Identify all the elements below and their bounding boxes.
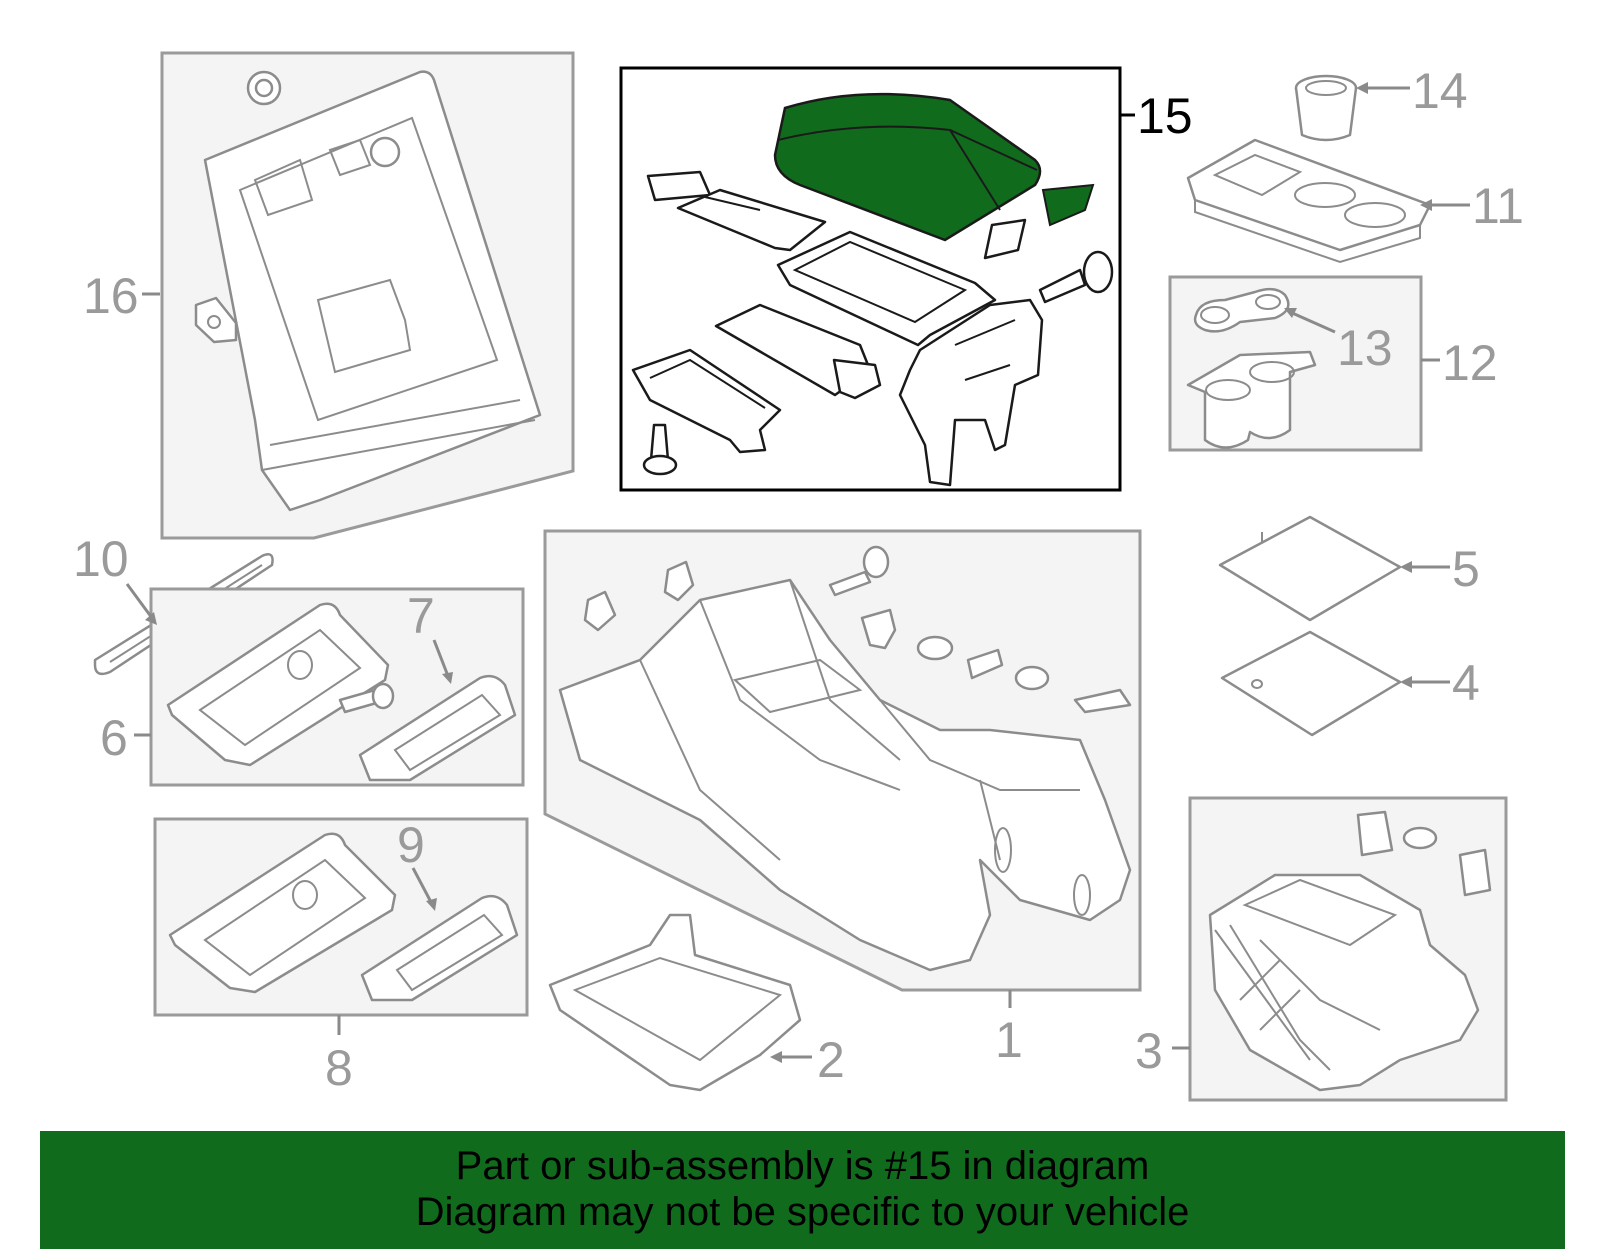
callout-labels: 16 15 14 11 13 12 5 4 10 7 6 9 8 1 2 3	[73, 63, 1524, 1096]
part-14-cup-insert[interactable]	[1294, 74, 1358, 142]
part-15-armrest-group[interactable]	[619, 66, 1122, 492]
part-8-tray-group[interactable]	[153, 817, 529, 1017]
part-16-rear-panel[interactable]	[203, 70, 542, 512]
callout-15[interactable]: 15	[1137, 88, 1193, 144]
part-16-rear-panel-group[interactable]	[160, 51, 575, 540]
callout-5[interactable]: 5	[1452, 541, 1480, 597]
part-15-armrest-lid[interactable]	[773, 92, 1042, 242]
part-1-console-body[interactable]	[558, 578, 1132, 972]
part-12-cupholder[interactable]	[1186, 350, 1317, 449]
part-11-cupholder-bezel[interactable]	[1186, 138, 1432, 264]
callout-4[interactable]: 4	[1452, 655, 1480, 711]
info-banner: Part or sub-assembly is #15 in diagram D…	[40, 1131, 1565, 1249]
callout-3[interactable]: 3	[1135, 1023, 1163, 1079]
part-1-console-group[interactable]	[543, 529, 1142, 992]
part-6-tray[interactable]	[166, 602, 390, 767]
callout-14[interactable]: 14	[1412, 63, 1468, 119]
callout-8[interactable]: 8	[325, 1040, 353, 1096]
callout-9[interactable]: 9	[397, 817, 425, 873]
leader-lines	[125, 82, 1470, 1063]
part-15-pad	[1041, 183, 1095, 227]
part-3-storage-group[interactable]	[1188, 796, 1508, 1102]
part-3-storage-frame[interactable]	[1208, 873, 1480, 1092]
callout-13[interactable]: 13	[1337, 320, 1393, 376]
callout-10[interactable]: 10	[73, 531, 129, 587]
callout-2[interactable]: 2	[817, 1032, 845, 1088]
callout-16[interactable]: 16	[83, 268, 139, 324]
part-6-tray-group[interactable]	[149, 587, 525, 787]
part-12-cupholder-group[interactable]	[1168, 275, 1423, 452]
callout-12[interactable]: 12	[1442, 335, 1498, 391]
callout-11[interactable]: 11	[1472, 178, 1524, 234]
callout-6[interactable]: 6	[100, 710, 128, 766]
part-5-mat[interactable]	[1218, 515, 1402, 622]
banner-line-2: Diagram may not be specific to your vehi…	[415, 1190, 1190, 1234]
part-4-mat[interactable]	[1220, 630, 1402, 737]
part-2-bracket[interactable]	[548, 913, 802, 1092]
callout-1[interactable]: 1	[995, 1012, 1023, 1068]
banner-line-1: Part or sub-assembly is #15 in diagram	[455, 1144, 1150, 1188]
callout-7[interactable]: 7	[407, 588, 435, 644]
